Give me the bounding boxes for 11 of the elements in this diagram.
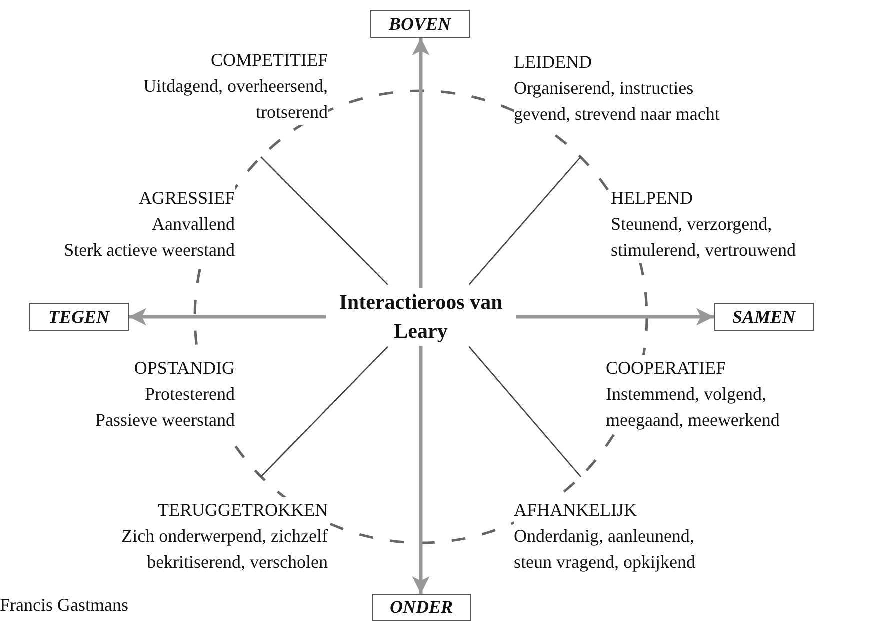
sector-heading: COOPERATIEF (606, 355, 726, 381)
direction-box: TEGEN (29, 303, 129, 331)
direction-box: SAMEN (714, 303, 814, 331)
arrow (129, 308, 326, 326)
arrow (412, 346, 430, 594)
center-title: Interactieroos van Leary (326, 288, 516, 346)
direction-box: ONDER (372, 594, 471, 621)
arrow (412, 38, 430, 288)
sector-heading: AGRESSIEF (138, 185, 235, 211)
direction-box: BOVEN (370, 10, 470, 38)
arrow (516, 308, 714, 326)
